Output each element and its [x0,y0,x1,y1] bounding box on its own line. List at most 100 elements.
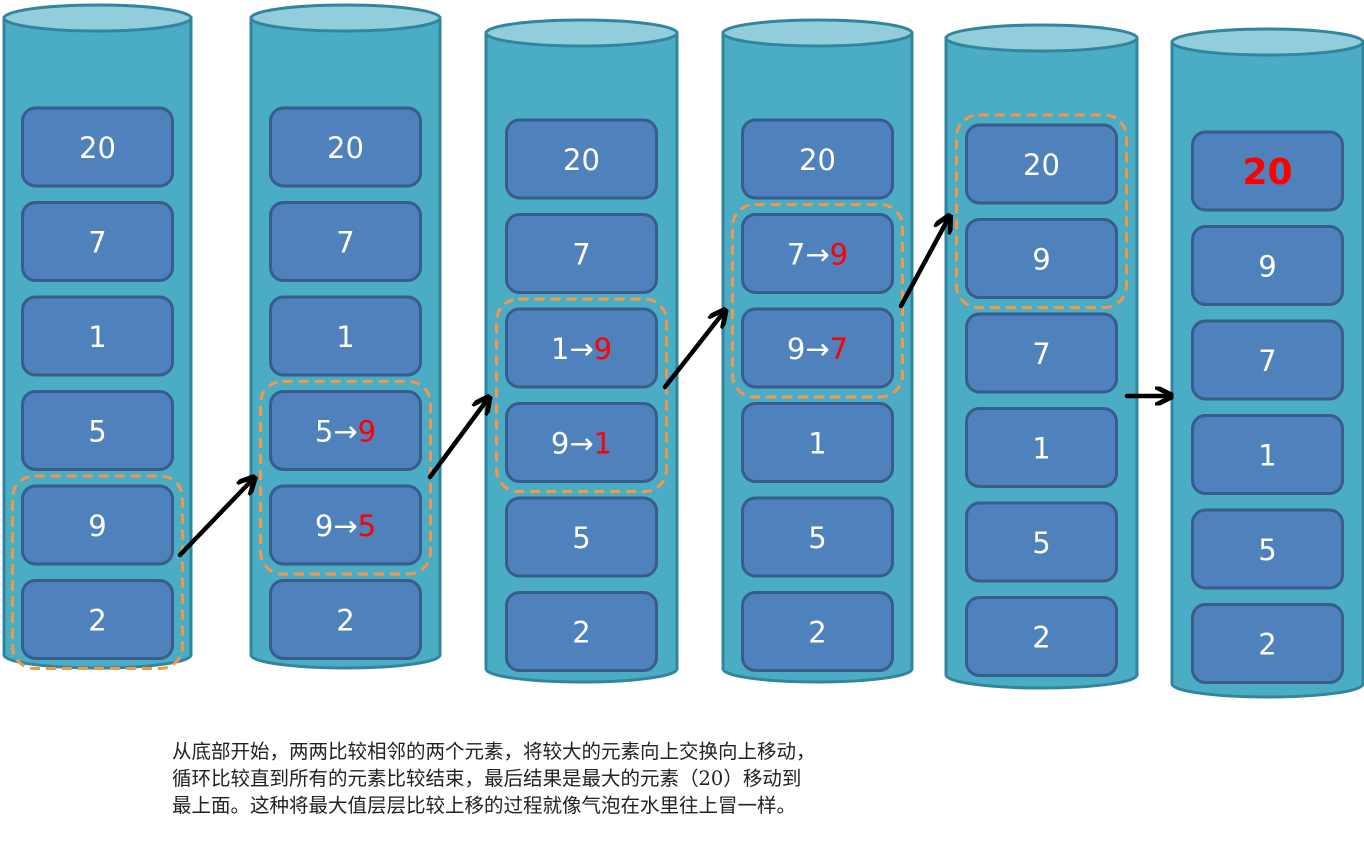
value-text: 2 [1032,621,1050,655]
element-box: 7 [1191,319,1344,401]
element-value: 2 [88,604,106,638]
arrow-icon [898,219,948,309]
element-box-shape [965,501,1118,583]
value-text: 2 [336,604,354,638]
element-value: 20 [79,131,116,165]
element-value: 9→7 [787,332,848,366]
element-box: 1 [965,407,1118,488]
element-box: 1 [269,295,422,377]
value-text: 2 [572,616,590,650]
element-box: 2 [505,591,658,672]
compare-frame [259,380,432,576]
value-text: 5→ [315,415,358,449]
cylinder-top [1170,27,1364,57]
element-box-shape [505,496,658,578]
element-box-shape [741,213,894,294]
value-text: 2 [88,604,106,638]
element-value: 7 [1258,344,1276,378]
value-text: 7 [336,226,354,260]
element-value: 9 [88,509,106,543]
element-box-shape [269,484,422,566]
element-box-shape [741,591,894,672]
element-box: 5 [505,496,658,578]
value-text: 2 [808,616,826,650]
element-value: 20 [327,131,364,165]
element-value: 7→9 [787,238,848,272]
highlighted-value: 7 [830,332,848,366]
cylinder-1: 20 7 1 5 9 2 [2,3,193,670]
value-text: 7 [1258,344,1276,378]
element-box: 2 [1191,603,1344,684]
element-value: 9 [1258,250,1276,284]
highlighted-value: 5 [358,509,376,543]
highlighted-value: 9 [830,238,848,272]
element-value: 5→9 [315,415,376,449]
element-value: 2 [572,616,590,650]
compare-frame [495,297,668,493]
value-text: 1 [336,320,354,354]
value-text: 5 [572,521,590,555]
element-box-shape [741,496,894,578]
element-box-shape [741,307,894,389]
cylinder-top [249,3,442,33]
element-box-shape [1191,225,1344,306]
value-text: 9 [1032,243,1050,277]
cylinder-top [721,18,914,48]
element-box: 9→7 [741,307,894,389]
element-box-shape [269,390,422,471]
element-value: 9 [1032,243,1050,277]
value-text: 5 [88,415,106,449]
compare-frame [11,474,184,670]
element-box-shape [269,295,422,377]
element-value: 2 [1258,628,1276,662]
element-box: 7→9 [741,213,894,294]
element-box-shape [21,390,174,471]
element-box: 1→9 [505,307,658,389]
element-box: 2 [741,591,894,672]
element-value: 5 [88,415,106,449]
element-value: 5 [1032,526,1050,560]
element-box-shape [505,307,658,389]
value-text: 9 [1258,250,1276,284]
element-box: 9→1 [505,402,658,483]
value-text: 20 [799,143,836,177]
element-value: 20 [1023,148,1060,182]
element-box-shape [505,213,658,294]
element-value: 9→5 [315,509,376,543]
compare-frame [955,113,1128,309]
arrow-icon [427,400,487,480]
element-box: 7 [21,201,174,282]
element-box: 1 [21,295,174,377]
value-text: 7 [88,226,106,260]
element-box-shape [1191,130,1344,212]
element-box: 5→9 [269,390,422,471]
element-box: 1 [1191,414,1344,495]
element-box: 9 [965,218,1118,299]
value-text: 20 [563,143,600,177]
highlighted-value: 9 [594,332,612,366]
element-value: 20 [1242,152,1292,193]
value-text: 9 [88,509,106,543]
value-text: 1 [1258,439,1276,473]
element-box: 20 [1191,130,1344,212]
element-value: 1 [88,320,106,354]
highlighted-value: 1 [594,427,612,461]
element-value: 5 [572,521,590,555]
element-box: 1 [741,402,894,483]
element-box-shape [505,591,658,672]
element-value: 2 [808,616,826,650]
element-box: 9 [21,484,174,566]
element-box: 5 [741,496,894,578]
element-box: 7 [965,312,1118,394]
element-value: 1 [808,427,826,461]
value-text: 1 [808,427,826,461]
caption-line: 循环比较直到所有的元素比较结束，最后结果是最大的元素（20）移动到 [172,767,802,790]
element-value: 5 [808,521,826,555]
element-value: 7 [88,226,106,260]
value-text: 20 [79,131,116,165]
element-box-shape [269,201,422,282]
element-box: 5 [965,501,1118,583]
value-text: 9→ [551,427,594,461]
value-text: 5 [1258,533,1276,567]
